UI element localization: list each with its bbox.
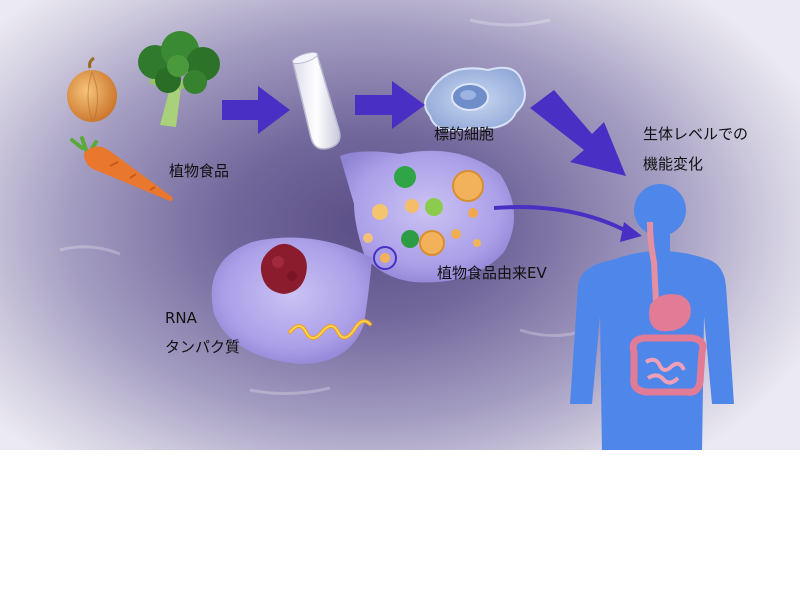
diagram-artwork bbox=[67, 31, 734, 450]
blank-area bbox=[0, 450, 800, 600]
arrow-food-to-tube bbox=[222, 86, 290, 134]
target-cell-label: 標的細胞 bbox=[434, 125, 495, 143]
arrow-tube-to-cell bbox=[355, 81, 425, 129]
plant-food-label: 植物食品 bbox=[169, 162, 230, 180]
ev-diagram: 植物食品 標的細胞 生体レベルでの 機能変化 植物食品由来EV RNA タンパク… bbox=[0, 0, 800, 450]
test-tube-icon bbox=[292, 51, 341, 150]
rna-label: RNA bbox=[165, 309, 197, 327]
plant-ev-label: 植物食品由来EV bbox=[437, 264, 547, 282]
ev-vesicle-icon bbox=[211, 150, 515, 364]
carrot-icon bbox=[70, 136, 173, 201]
target-cell-icon bbox=[424, 66, 526, 132]
flow-arrows bbox=[222, 81, 626, 176]
arrow-ev-to-body bbox=[493, 205, 642, 242]
arrow-cell-to-body bbox=[530, 90, 626, 176]
body-change-label-line2: 機能変化 bbox=[643, 155, 704, 173]
body-change-label-line1: 生体レベルでの bbox=[643, 125, 749, 143]
protein-label: タンパク質 bbox=[165, 338, 241, 356]
human-body-icon bbox=[570, 184, 734, 450]
onion-icon bbox=[67, 56, 117, 122]
broccoli-icon bbox=[138, 31, 220, 127]
